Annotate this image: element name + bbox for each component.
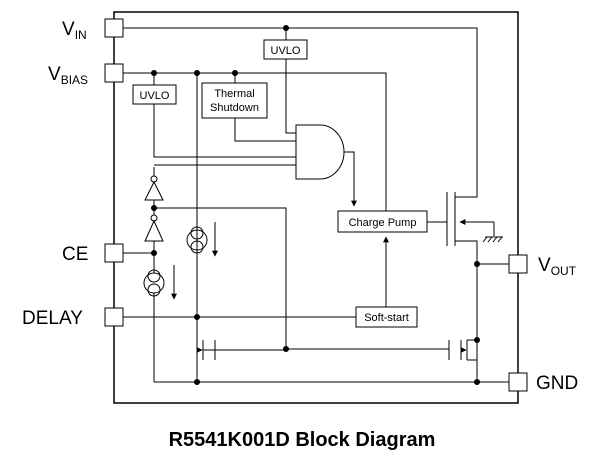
wire-uvlo-left-to-and: [153, 104, 296, 158]
pin-delay-label: DELAY: [22, 308, 83, 329]
ground-symbol: [482, 236, 503, 243]
and-gate: [295, 124, 345, 180]
output-transistor-drain: [455, 240, 478, 382]
charge-pump-label: Charge Pump: [349, 217, 417, 229]
pin-vout-label: VOUT: [538, 255, 577, 278]
thermal-label-line1: Thermal: [214, 88, 254, 100]
pin-vin-box: [104, 18, 124, 38]
pin-delay-box: [104, 307, 124, 327]
pin-ce-label: CE: [62, 244, 88, 265]
pin-gnd-box: [508, 372, 528, 392]
diagram-title: R5541K001D Block Diagram: [169, 429, 436, 451]
pin-ce-box: [104, 243, 124, 263]
wire-inverter-tap: [154, 207, 287, 349]
uvlo-top-label: UVLO: [271, 45, 301, 57]
soft-start-label: Soft-start: [364, 312, 409, 324]
wire-and-to-charge-pump: [344, 151, 357, 207]
inverter-1: [144, 180, 164, 201]
chip-outline: [113, 11, 519, 404]
pin-vbias-label: VBIAS: [48, 64, 88, 87]
pin-vbias-box: [104, 63, 124, 83]
thermal-label-line2: Shutdown: [210, 102, 259, 114]
uvlo-left-label: UVLO: [140, 90, 170, 102]
pin-gnd-label: GND: [536, 373, 578, 394]
pin-vin-label: VIN: [62, 19, 87, 42]
thermal-shutdown-block: [201, 82, 268, 119]
wire-vbias-rail: [123, 72, 387, 216]
ce-pulldown-current-source: [143, 272, 165, 294]
delay-current-source: [186, 229, 208, 251]
wire-uvlo-top-to-and: [285, 59, 296, 134]
wire-vin-rail: [123, 27, 478, 198]
wire-thermal-to-and: [234, 118, 296, 142]
inverter-2: [144, 219, 164, 242]
pin-vout-box: [508, 254, 528, 274]
